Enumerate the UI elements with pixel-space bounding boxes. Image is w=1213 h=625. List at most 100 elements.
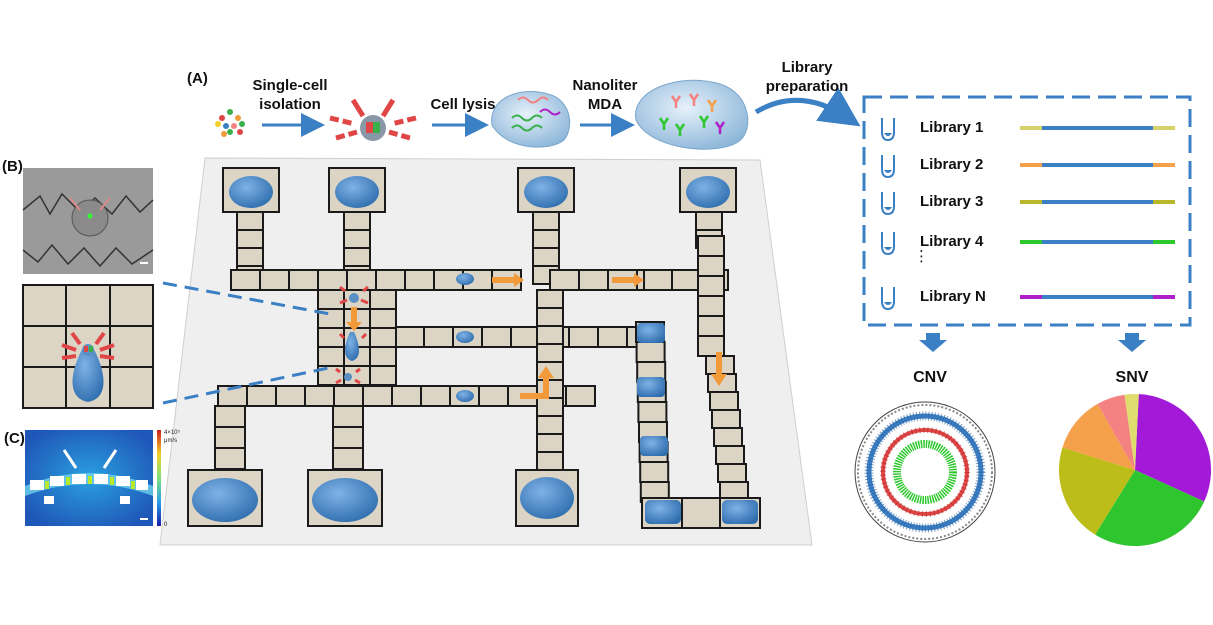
channel-tile [532,229,560,249]
channel-tile [317,327,345,348]
channel-tile [246,385,277,407]
channel-tile [423,326,454,348]
pie-slice [1095,470,1205,546]
panel-label-b: (B) [2,158,23,175]
pie-slice [1135,394,1211,502]
channel-tile [391,385,422,407]
channel-tile [369,365,397,386]
library-ellipsis: ⋮ [914,248,929,265]
channel-tile [643,269,673,291]
library-tubes [881,118,895,311]
channel-tile [332,405,364,428]
step-mda-label: Nanoliter MDA [555,76,655,114]
channel-tile [510,326,541,348]
channel-tile [404,269,435,291]
library-row: Library 1 [878,116,1178,142]
chamber-top-2 [328,167,386,213]
tube-icon [881,118,895,142]
droplet-column [637,323,758,524]
step-library-line1: Library [781,59,833,76]
channel-tile [214,447,246,470]
channel-tile [635,341,666,363]
chamber-bottom-2 [307,469,383,527]
channel-tile [536,415,564,435]
step-mda-line2: MDA [587,96,623,113]
library-name: Library 3 [920,193,984,210]
channel-tile [478,385,509,407]
library-row: Library 3 [878,190,1178,216]
channel-tile [532,247,560,267]
pie-slice [1124,394,1139,470]
channel-tile [394,326,425,348]
cnv-circos-plot [854,401,996,543]
channel-tile [536,433,564,453]
amplified-droplet-icon [635,79,749,150]
channel-tile [343,211,371,231]
channel-tile [369,327,397,348]
droplet [456,273,474,285]
chamber-top-3 [517,167,575,213]
library-name: Library N [920,288,986,305]
panel-label-c: (C) [4,430,25,447]
channel-tile [671,269,701,291]
channel-tile [697,295,725,317]
flow-arrow [711,352,727,386]
down-arrow-snv [1118,333,1146,352]
channel-tile [697,315,725,337]
zoom-connector [162,365,334,405]
channel-tile [375,269,406,291]
channel-tile [536,289,564,309]
droplet [456,331,474,343]
flow-arrow [612,273,644,287]
flow-arrow [520,366,554,399]
step-isolation-label: Single-cell isolation [240,76,340,114]
zoomed-trap [22,284,154,409]
micrograph-image [22,168,154,274]
library-bar [1020,200,1175,204]
channel-tile [481,326,512,348]
pie-slice [1097,394,1135,470]
channel-tile [717,463,747,483]
trap-cell-bottom [335,367,361,385]
tube-icon [881,232,895,256]
channel-tile [369,289,397,310]
channel-tile [317,269,348,291]
step-lysis-label: Cell lysis [430,96,496,113]
chamber-top-1 [222,167,280,213]
channel-tile [230,269,261,291]
trapped-cell-icon [329,98,417,141]
cell-mixture-icon [215,109,245,137]
channel-tile [695,211,723,231]
channel-tile [536,451,564,471]
library-name: Library 4 [920,233,984,250]
channel-tile [346,269,377,291]
lysed-droplet-icon [491,91,571,148]
colorbar-unit: μm/s [164,438,177,444]
channel-tile [713,427,743,447]
channel-tile [214,426,246,449]
channel-tile [709,391,739,411]
cnv-label: CNV [913,369,947,386]
zoom-connector [162,281,331,316]
library-box [862,95,1192,327]
trap-droplet-middle [338,332,368,361]
channel-tile [639,461,670,483]
snv-pie-chart [1059,394,1211,546]
channel-tile [549,269,580,291]
channel-tile [236,247,264,267]
channel-tile [711,409,741,429]
chamber-bottom-3 [515,469,579,527]
channel-tile [568,326,599,348]
channel-tile [679,497,721,529]
step-mda-line1: Nanoliter [572,77,638,94]
channel-tile [236,211,264,231]
channel-tile [317,289,345,310]
chamber-bottom-1 [187,469,263,527]
library-bar [1020,126,1175,130]
channel-tile [333,385,364,407]
flow-heatmap [25,430,153,526]
library-bar [1020,295,1175,299]
channel-tile [369,346,397,367]
library-bar [1020,240,1175,244]
library-bars [1020,126,1175,299]
